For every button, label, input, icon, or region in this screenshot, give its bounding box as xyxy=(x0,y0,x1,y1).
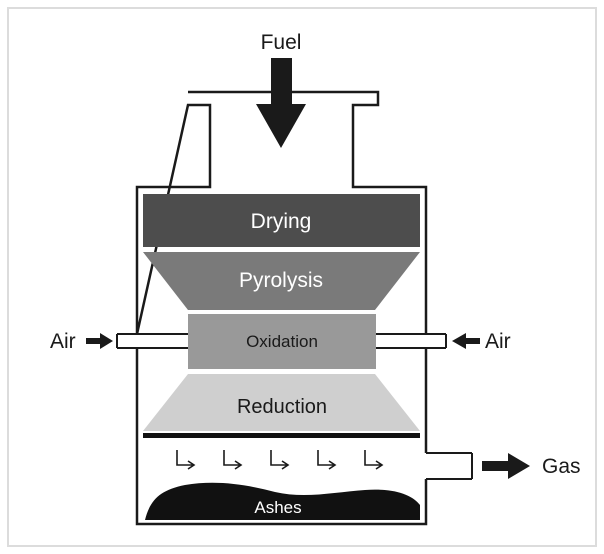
fuel-arrow xyxy=(256,58,306,148)
air-left-label: Air xyxy=(50,330,76,353)
oxidation-zone xyxy=(188,314,376,369)
gas-flow-arrow-2 xyxy=(223,450,243,470)
gas-arrow xyxy=(482,453,530,479)
grate-bar xyxy=(143,433,420,438)
gas-flow-arrow-4 xyxy=(317,450,337,470)
fuel-label: Fuel xyxy=(261,31,302,54)
reduction-label: Reduction xyxy=(237,396,327,418)
air-left-arrow xyxy=(86,333,113,349)
gas-flow-arrows xyxy=(176,450,384,470)
drying-label: Drying xyxy=(251,210,312,233)
gas-label: Gas xyxy=(542,455,581,478)
ashes-label: Ashes xyxy=(254,498,301,517)
reactor-outline xyxy=(135,90,428,526)
drying-zone xyxy=(143,194,420,247)
gas-flow-arrow-1 xyxy=(176,450,196,470)
oxidation-label: Oxidation xyxy=(246,332,318,351)
pyrolysis-zone xyxy=(143,252,420,310)
gas-flow-arrow-3 xyxy=(270,450,290,470)
ash-pile xyxy=(145,482,420,520)
reduction-zone xyxy=(143,374,420,431)
air-right-arrow xyxy=(452,333,480,349)
gas-outlet-pipe xyxy=(426,452,473,480)
pyrolysis-label: Pyrolysis xyxy=(239,269,323,292)
left-air-inlet xyxy=(116,333,188,349)
gas-flow-arrow-5 xyxy=(364,450,384,470)
right-air-inlet xyxy=(376,333,447,349)
air-right-label: Air xyxy=(485,330,511,353)
